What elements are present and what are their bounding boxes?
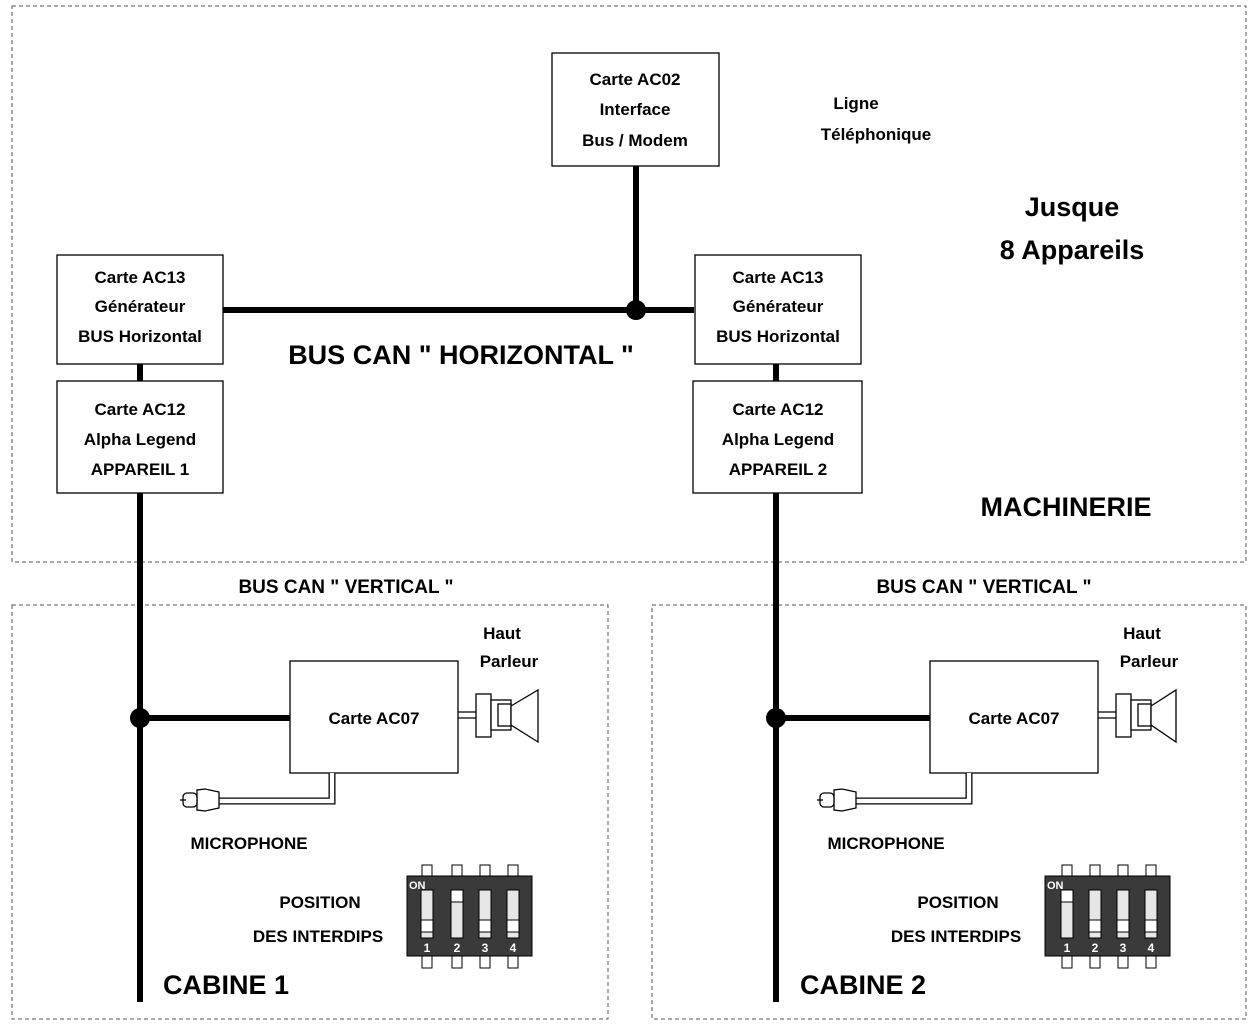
vertical-bus-label-left: BUS CAN " VERTICAL " [238,577,453,598]
speaker-icon [458,688,539,744]
card-ac13-right-line-1: Carte AC13 [732,268,823,287]
dip-switch-left: ON 1 2 3 4 [406,864,533,969]
dip-title-right-2: DES INTERDIPS [891,927,1021,946]
microphone-label-left: MICROPHONE [190,834,307,853]
cabine-2-junction-dot [766,708,786,728]
card-ac13-left-line-1: Carte AC13 [94,268,185,287]
card-ac13-right-line-3: BUS Horizontal [716,327,840,346]
speaker-icon-right [1098,688,1177,744]
dip-number-right-3: 3 [1120,941,1127,955]
cabine-2-zone [651,604,1247,1020]
horizontal-bus-label: BUS CAN " HORIZONTAL " [288,340,634,370]
speaker-label-left-2: Parleur [480,652,539,671]
dip-on-label-right: ON [1047,880,1064,892]
cabine-2-label: CABINE 2 [800,970,926,1000]
dip-switch-right: ON 1 2 3 4 [1044,864,1171,969]
card-ac07-left-label: Carte AC07 [328,709,419,728]
card-ac12-right: Carte AC12 Alpha Legend APPAREIL 2 [692,380,863,494]
phone-line-label-1: Ligne [833,94,878,113]
card-ac12-left-line-3: APPAREIL 1 [91,460,190,479]
dip-number-left-3: 3 [482,941,489,955]
dip-number-left-4: 4 [510,941,517,955]
speaker-label-left-1: Haut [483,624,521,643]
dip-title-left-1: POSITION [279,893,360,912]
card-ac12-left-line-2: Alpha Legend [84,430,196,449]
card-ac13-right: Carte AC13 Générateur BUS Horizontal [694,254,862,365]
phone-line-label-2: Téléphonique [821,125,932,144]
microphone-label-right: MICROPHONE [827,834,944,853]
bus-junction-dot [626,300,646,320]
dip-number-right-4: 4 [1148,941,1155,955]
card-ac02-line-2: Interface [600,100,671,119]
dip-title-right-1: POSITION [917,893,998,912]
dip-number-right-1: 1 [1064,941,1071,955]
card-ac02-line-3: Bus / Modem [582,131,688,150]
cabine-1-zone [11,604,609,1020]
card-ac13-left: Carte AC13 Générateur BUS Horizontal [56,254,224,365]
card-ac13-left-line-2: Générateur [95,297,186,316]
speaker-label-right-1: Haut [1123,624,1161,643]
card-ac12-left-line-1: Carte AC12 [94,400,185,419]
card-ac12-right-line-2: Alpha Legend [722,430,834,449]
dip-number-left-2: 2 [454,941,461,955]
machinerie-label: MACHINERIE [980,492,1151,522]
card-ac07-right-label: Carte AC07 [968,709,1059,728]
microphone-icon-right [817,773,973,812]
card-ac13-right-line-2: Générateur [733,297,824,316]
card-ac07-right: Carte AC07 [929,660,1099,774]
speaker-label-right-2: Parleur [1120,652,1179,671]
machinerie-zone [11,5,1247,563]
vertical-bus-label-right: BUS CAN " VERTICAL " [876,577,1091,598]
dip-number-left-1: 1 [424,941,431,955]
microphone-icon [180,773,336,812]
capacity-line-2: 8 Appareils [1000,235,1145,265]
cabine-1-junction-dot [130,708,150,728]
card-ac02-line-1: Carte AC02 [589,70,680,89]
card-ac12-left: Carte AC12 Alpha Legend APPAREIL 1 [56,380,224,494]
card-ac12-right-line-3: APPAREIL 2 [729,460,828,479]
card-ac12-right-line-1: Carte AC12 [732,400,823,419]
card-ac07-left: Carte AC07 [289,660,459,774]
card-ac13-left-line-3: BUS Horizontal [78,327,202,346]
dip-on-label-left: ON [409,880,426,892]
cabine-1-label: CABINE 1 [163,970,289,1000]
card-ac02: Carte AC02 Interface Bus / Modem [551,52,720,167]
dip-number-right-2: 2 [1092,941,1099,955]
capacity-line-1: Jusque [1025,192,1120,222]
dip-title-left-2: DES INTERDIPS [253,927,383,946]
